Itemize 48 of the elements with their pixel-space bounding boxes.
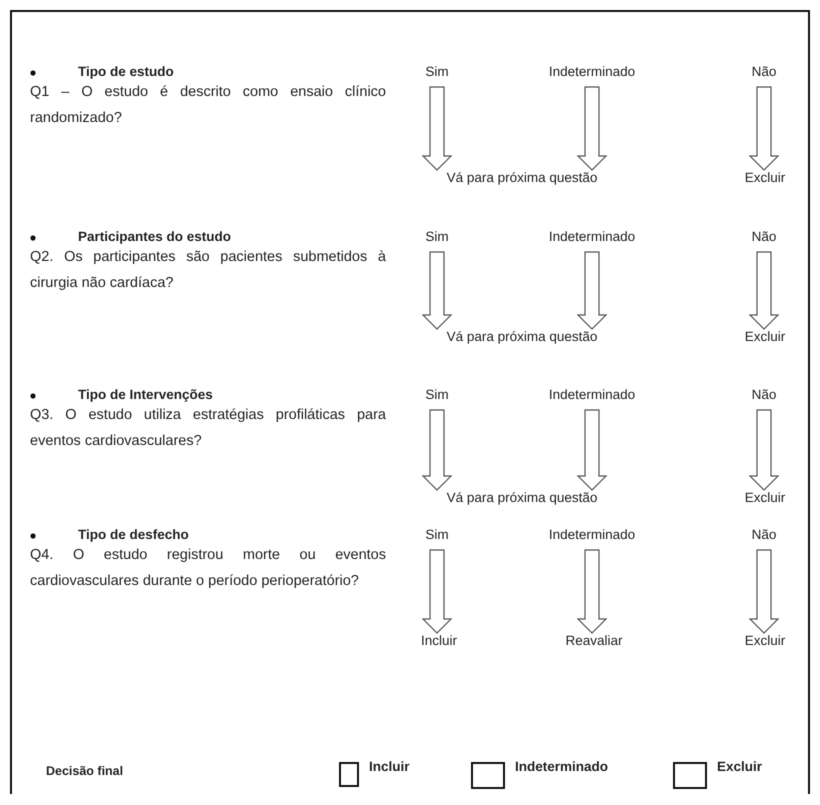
- answer-option: Não: [752, 387, 776, 402]
- answer-option: Não: [752, 527, 776, 542]
- outcome-text: Excluir: [744, 633, 786, 648]
- answer-option: Não: [752, 229, 776, 244]
- outcome-text: Reavaliar: [565, 633, 623, 648]
- answer-option: Sim: [425, 229, 449, 244]
- answer-option: Sim: [425, 387, 449, 402]
- checkbox-label: Excluir: [717, 759, 762, 774]
- block-arrow: [748, 251, 780, 330]
- outcome-text: Vá para próxima questão: [446, 490, 598, 505]
- outcome-text: Vá para próxima questão: [446, 329, 598, 344]
- block-arrow: [576, 409, 608, 491]
- outcome-text: Excluir: [744, 170, 786, 185]
- block-arrow: [422, 409, 452, 491]
- outcome-text: Incluir: [421, 633, 457, 648]
- outcome-text: Excluir: [744, 490, 786, 505]
- block-arrow: [576, 251, 608, 330]
- block-arrow: [748, 409, 780, 491]
- answer-option: Indeterminado: [548, 229, 636, 244]
- section-heading: Tipo de estudo: [78, 64, 174, 79]
- checkbox: [339, 762, 359, 787]
- question-text: Q2. Os participantes são pacientes submetidos à cirurgia não cardíaca?: [30, 248, 386, 293]
- checkbox: [471, 762, 505, 789]
- checkbox: [673, 762, 707, 789]
- block-arrow: [748, 549, 780, 634]
- block-arrow: [576, 549, 608, 634]
- block-arrow: [422, 549, 452, 634]
- answer-option: Indeterminado: [548, 527, 636, 542]
- block-arrow: [576, 86, 608, 171]
- outcome-text: Excluir: [744, 329, 786, 344]
- question-text: Q1 – O estudo é descrito como ensaio clínico randomizado?: [30, 83, 386, 128]
- question-text: Q4. O estudo registrou morte ou eventos cardiovasculares durante o período perioperatório?: [30, 546, 386, 591]
- section-heading: Tipo de Intervenções: [78, 387, 213, 402]
- answer-option: Indeterminado: [548, 387, 636, 402]
- block-arrow: [748, 86, 780, 171]
- section-heading: Participantes do estudo: [78, 229, 232, 244]
- block-arrow: [422, 251, 452, 330]
- question-text: Q3. O estudo utiliza estratégias profiláticas para eventos cardiovasculares?: [30, 406, 386, 451]
- outcome-text: Vá para próxima questão: [446, 170, 598, 185]
- answer-option: Sim: [425, 64, 449, 79]
- section-heading: Tipo de desfecho: [78, 527, 189, 542]
- answer-option: Não: [752, 64, 776, 79]
- checkbox-label: Indeterminado: [515, 759, 608, 774]
- answer-option: Indeterminado: [548, 64, 636, 79]
- checkbox-label: Incluir: [369, 759, 410, 774]
- block-arrow: [422, 86, 452, 171]
- decision-label: Decisão final: [46, 764, 124, 778]
- answer-option: Sim: [425, 527, 449, 542]
